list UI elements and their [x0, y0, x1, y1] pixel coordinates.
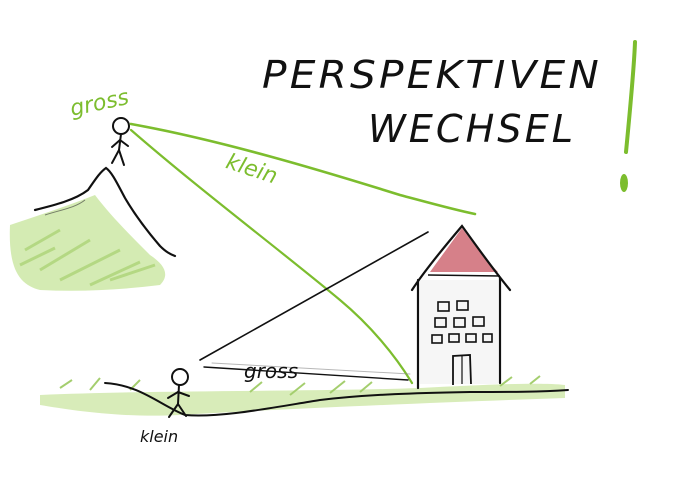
title: PERSPEKTIVEN WECHSEL [262, 53, 602, 151]
house-roof [430, 228, 498, 272]
bottom-stick-figure [167, 368, 190, 418]
house-door [452, 354, 472, 385]
title-line-2: WECHSEL [368, 107, 576, 151]
title-line-1: PERSPEKTIVEN [262, 53, 602, 97]
top-stick-figure [111, 117, 130, 166]
house-windows [431, 300, 493, 344]
sightline-label: klein [223, 149, 281, 189]
bottom-sightline-to-roof [199, 231, 429, 361]
ground-line [104, 382, 569, 417]
house-body [416, 276, 502, 390]
exclamation-mark: ! [0, 0, 637, 192]
bottom-sightline-to-base [203, 366, 409, 381]
sightline-to-base [129, 128, 414, 385]
sightline-to-roof [129, 122, 477, 216]
house [410, 224, 512, 390]
top-person-label: gross [68, 85, 131, 122]
svg-text:!: ! [0, 0, 1, 1]
mountain-outline [33, 166, 177, 258]
mountain-grass [9, 195, 166, 291]
bottom-person-label: klein [140, 427, 178, 446]
bottom-sightline-label: gross [244, 359, 298, 383]
